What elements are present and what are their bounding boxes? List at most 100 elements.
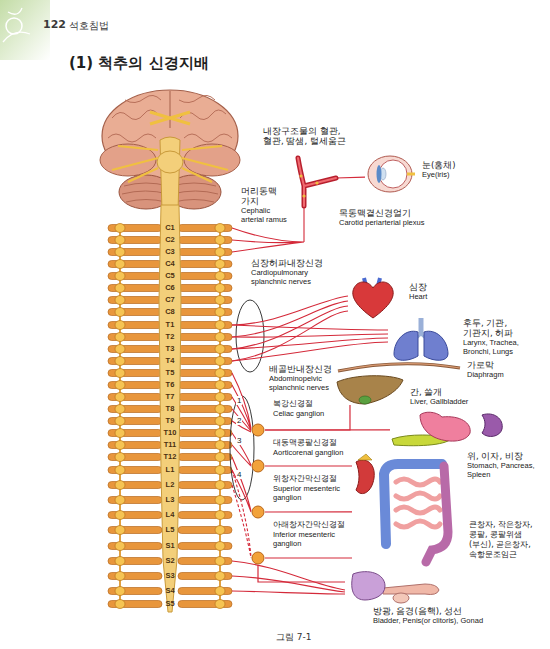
- spinal-nerve-bar: [108, 454, 162, 461]
- chain-ganglion: [215, 260, 225, 269]
- spinal-nerve-bar: [178, 346, 232, 353]
- spinal-nerve-bar: [108, 497, 162, 504]
- segment-bar: [108, 417, 232, 426]
- small-intestine: [396, 479, 440, 527]
- chain-ganglion: [215, 481, 225, 490]
- chain-ganglion: [215, 333, 225, 342]
- diaphragm: [338, 364, 460, 371]
- chain-ganglion: [115, 417, 125, 426]
- nerve-fibre: [232, 325, 388, 361]
- node-label: 위창자간막신경절: [272, 474, 338, 484]
- spinal-nerve-bar: [108, 543, 162, 550]
- chain-ganglion: [215, 572, 225, 581]
- spinal-nerve-bar: [178, 558, 232, 565]
- node-shape: [390, 411, 505, 447]
- node-sublabel: Celiac ganglion: [272, 409, 325, 418]
- organ-node: 간, 쓸개Liver, Gallbladder: [335, 374, 405, 405]
- spinal-nerve-bar: [178, 382, 232, 389]
- segment-label: C6: [159, 283, 181, 293]
- chain-ganglion: [115, 496, 125, 505]
- spinal-nerve-bar: [178, 601, 232, 608]
- chain-ganglion: [115, 405, 125, 414]
- spinal-nerve-bar: [178, 430, 232, 437]
- spinal-cord: [159, 205, 181, 612]
- spinal-nerve-bar: [178, 406, 232, 413]
- chain-ganglion: [115, 236, 125, 245]
- spinal-nerve-bar: [108, 382, 162, 389]
- nerve-fibre: [232, 433, 251, 466]
- chain-ganglion: [215, 526, 225, 535]
- organ-node: 위, 이자, 비장Stomach, Pancreas, Spleen: [390, 411, 505, 447]
- chain-ganglion: [215, 453, 225, 462]
- node-shape: [352, 452, 462, 566]
- node-label: 목동맥곁신경얼기: [338, 208, 412, 218]
- spinal-nerve-bar: [108, 322, 162, 329]
- nerve-fibre: [232, 470, 251, 558]
- chain-ganglion: [115, 357, 125, 366]
- chain-ganglion: [215, 557, 225, 566]
- spinal-nerve-bar: [108, 237, 162, 244]
- nerve-connector: [258, 565, 345, 582]
- segment-label: C2: [159, 235, 181, 245]
- spinal-nerve-bar: [108, 394, 162, 401]
- chain-ganglion: [115, 308, 125, 317]
- segment-label: T8: [159, 404, 181, 414]
- segment-bar: [108, 284, 232, 293]
- spinal-nerve-bar: [178, 482, 232, 489]
- spinal-nerve-bar: [178, 358, 232, 365]
- adrenal-gland: [358, 454, 372, 460]
- segment-bar: [108, 441, 232, 450]
- ganglion-node: 복강신경절Celiac ganglion: [251, 423, 265, 437]
- chain-ganglion: [215, 600, 225, 609]
- node-sublabel: Inferior mesenteric ganglion: [272, 530, 352, 548]
- spinal-nerve-bar: [108, 406, 162, 413]
- kidney: [356, 460, 374, 494]
- optic-nerve: [407, 173, 415, 176]
- node-shape: [251, 551, 265, 565]
- chain-ganglion: [215, 272, 225, 281]
- ganglion-node: 대동맥콩팥신경절Aorticorenal ganglion: [251, 459, 265, 473]
- organ-node: 큰창자, 작은창자, 콩팥, 콩팥위샘(부신), 곧은창자, 속항문조임근: [352, 452, 462, 566]
- chain-ganglion: [115, 284, 125, 293]
- organ-label: 가로막: [466, 360, 495, 370]
- chain-ganglion: [115, 224, 125, 233]
- chain-ganglion: [215, 296, 225, 305]
- header-ornament: [3, 8, 30, 42]
- segment-bar: [108, 466, 232, 475]
- node-shape: [251, 505, 265, 519]
- segment-label: T6: [159, 380, 181, 390]
- chain-ganglion: [215, 308, 225, 317]
- node-sublabel: Superior mesenteric ganglion: [272, 484, 352, 502]
- diaphragm: [338, 364, 460, 371]
- chain-ganglion: [115, 587, 125, 596]
- chain-ganglion: [215, 236, 225, 245]
- segment-label: T10: [159, 428, 181, 438]
- branch-label: 머리동맥 가지: [240, 186, 292, 206]
- ganglion-circle: [252, 460, 264, 472]
- spinal-nerve-bar: [108, 512, 162, 519]
- node-label: 아래창자간막신경절: [272, 520, 346, 530]
- stomach-shape: [420, 412, 470, 441]
- book-title: 석호침법: [68, 19, 110, 32]
- chain-ganglion: [115, 511, 125, 520]
- chain-ganglion: [215, 496, 225, 505]
- spinal-nerve-bar: [178, 285, 232, 292]
- segment-bar: [108, 345, 232, 354]
- plexus-dot: [302, 194, 305, 197]
- segment-label: T5: [159, 368, 181, 378]
- chain-ganglion: [115, 345, 125, 354]
- node-label: 후두, 기관, 기관지, 허파: [462, 318, 526, 338]
- nerve-connector: [265, 511, 352, 512]
- organ-node: 눈(홍채)Eye(iris): [365, 152, 415, 196]
- eyelid: [368, 156, 412, 192]
- segment-label: S4: [159, 586, 181, 596]
- segment-label: L2: [159, 480, 181, 490]
- spinal-nerve-bar: [108, 346, 162, 353]
- chain-ganglion: [115, 557, 125, 566]
- organ-node: 방광, 음경(음핵), 성선Bladder, Penis(or clitoris…: [345, 570, 445, 604]
- segment-label: C5: [159, 271, 181, 281]
- spinal-nerve-bar: [108, 482, 162, 489]
- segment-label: S3: [159, 571, 181, 581]
- spinal-nerve-bar: [178, 297, 232, 304]
- nerve-connector: [265, 429, 390, 430]
